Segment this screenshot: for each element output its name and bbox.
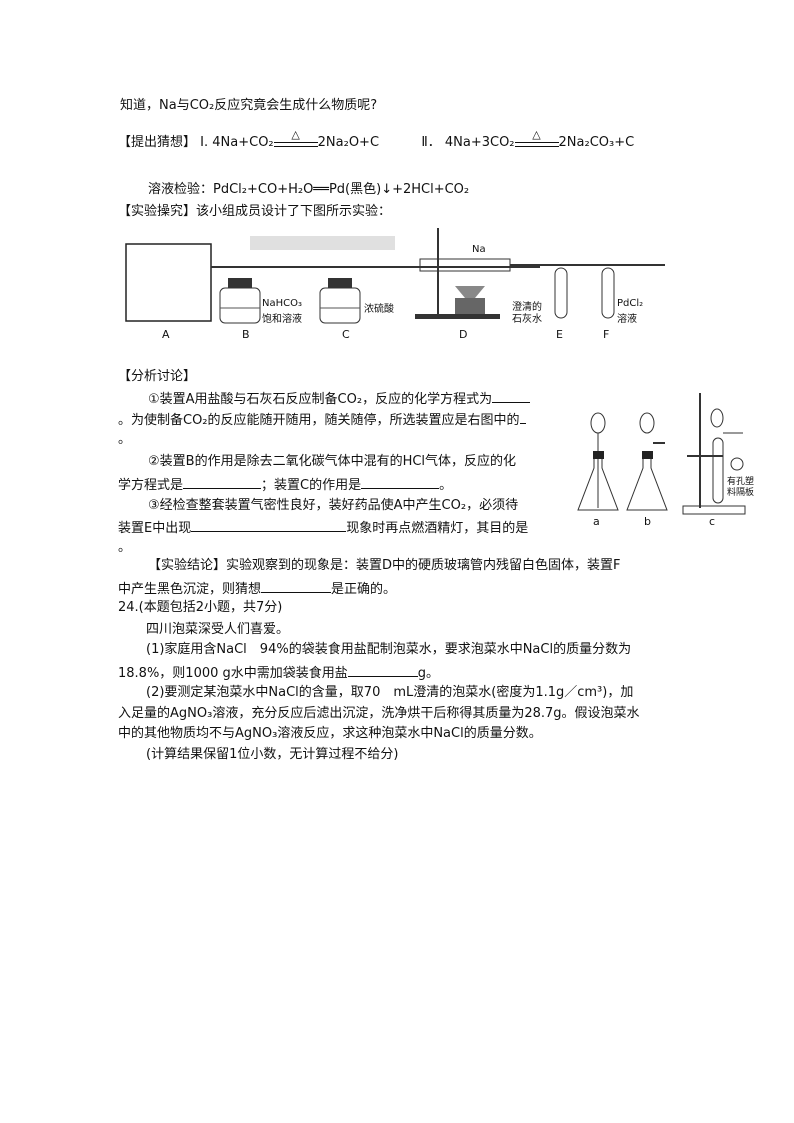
h2-rhs: 2Na₂CO₃+C [558, 135, 635, 150]
q2-text-3: 。 [439, 478, 453, 493]
label-d: D [459, 328, 468, 341]
e-reagent-2: 石灰水 [512, 314, 542, 325]
answer-blank[interactable] [191, 519, 347, 532]
apparatus-figure: A B C D E F NaHCO₃ 饱和溶液 浓硫酸 Na 澄清的 石灰水 P… [120, 228, 680, 343]
q3-line2: 装置E中出现 现象时再点燃酒精灯，其目的是 [118, 519, 528, 537]
q24-p2-line1: (2)要测定某泡菜水中NaCl的含量，取70 mL澄清的泡菜水(密度为1.1g／… [146, 685, 634, 700]
answer-blank[interactable] [492, 390, 531, 403]
h1-number: Ⅰ. [200, 135, 209, 150]
heat-triangle-icon: △ [532, 127, 541, 141]
q2-text-2: ；装置C的作用是 [261, 478, 362, 493]
heat-equals-sign: △ [273, 128, 318, 150]
h1-rhs: 2Na₂O+C [317, 135, 380, 150]
h2-number: Ⅱ． [421, 135, 441, 150]
apparatus-drawing [125, 228, 665, 324]
hypothesis-line: 【提出猜想】 Ⅰ. 4Na+CO₂ △ 2Na₂O+C Ⅱ． 4Na+3CO₂ △ 2N… [118, 128, 635, 151]
explore-heading: 【实验操究】该小组成员设计了下图所示实验： [118, 204, 392, 219]
q1-line2: 。为使制备CO₂的反应能随开随用，随关随停，所选装置应是右图中的 [118, 411, 526, 429]
f-reagent: PdCl₂ [617, 298, 644, 309]
e-reagent: 澄清的 [512, 302, 542, 313]
answer-blank[interactable] [183, 476, 262, 489]
label-c: C [342, 328, 350, 341]
answer-blank[interactable] [519, 411, 526, 424]
q1-line1: ①装置A用盐酸与石灰石反应制备CO₂，反应的化学方程式为 [148, 390, 531, 408]
answer-blank[interactable] [261, 580, 332, 593]
q1-text: ①装置A用盐酸与石灰石反应制备CO₂，反应的化学方程式为 [148, 392, 493, 407]
conclusion-text: 中产生黑色沉淀，则猜想 [118, 582, 262, 597]
q2-line2: 学方程式是 ；装置C的作用是 。 [118, 476, 452, 494]
f-reagent-2: 溶液 [617, 314, 637, 325]
conclusion-text-2: 是正确的。 [331, 582, 397, 597]
q3-line1: ③经检查整套装置气密性良好，装好药品使A中产生CO₂，必须待 [148, 498, 519, 513]
label-f: F [603, 328, 610, 341]
q24-p1-line1: (1)家庭用含NaCl 94%的袋装食用盐配制泡菜水，要求泡菜水中NaCl的质量… [146, 642, 632, 657]
heat-triangle-icon: △ [291, 127, 300, 141]
q24-p1-line2: 18.8%，则1000 g水中需加袋装食用盐 g。 [118, 664, 439, 682]
q1-line3: 。 [118, 432, 132, 447]
h2-lhs: 4Na+3CO₂ [444, 135, 515, 150]
label-e: E [556, 328, 563, 341]
q3-text: 装置E中出现 [118, 521, 192, 536]
p1-text: 18.8%，则1000 g水中需加袋装食用盐 [118, 666, 348, 681]
c-note-2: 料隔板 [727, 488, 755, 498]
side-figure: a b c 有孔塑 料隔板 [575, 388, 760, 528]
d-reagent: Na [472, 244, 486, 255]
intro-text: 知道，Na与CO₂反应究竟会生成什么物质呢? [120, 98, 378, 113]
answer-blank[interactable] [347, 664, 418, 677]
heat-equals-sign: △ [514, 128, 559, 150]
label-fig-a: a [593, 515, 600, 528]
q1-text-2: 。为使制备CO₂的反应能随开随用，随关随停，所选装置应是右图中的 [118, 413, 520, 428]
answer-blank[interactable] [361, 476, 440, 489]
q24-note: (计算结果保留1位小数，无计算过程不给分) [146, 747, 399, 762]
label-b: B [242, 328, 250, 341]
b-reagent: NaHCO₃ [262, 298, 302, 309]
b-reagent-2: 饱和溶液 [262, 314, 302, 325]
q3-text-2: 现象时再点燃酒精灯，其目的是 [346, 521, 529, 536]
label-fig-c: c [709, 515, 716, 528]
hypothesis-label: 【提出猜想】 [118, 135, 197, 150]
c-note: 有孔塑 [727, 477, 755, 487]
flask-drawings [577, 393, 746, 515]
q2-text: 学方程式是 [118, 478, 184, 493]
solution-test: 溶液检验：PdCl₂+CO+H₂O══Pd(黑色)↓+2HCl+CO₂ [148, 182, 470, 197]
q24-header: 24.(本题包括2小题，共7分) [118, 600, 283, 615]
q2-line1: ②装置B的作用是除去二氧化碳气体中混有的HCl气体，反应的化 [148, 454, 517, 469]
h1-lhs: 4Na+CO₂ [212, 135, 274, 150]
q24-p2-line3: 中的其他物质均不与AgNO₃溶液反应，求这种泡菜水中NaCl的质量分数。 [118, 726, 542, 741]
p1-text-2: g。 [417, 666, 440, 681]
c-reagent: 浓硫酸 [364, 304, 394, 315]
conclusion-line1: 【实验结论】实验观察到的现象是：装置D中的硬质玻璃管内残留白色固体，装置F [148, 558, 621, 573]
analysis-title: 【分析讨论】 [118, 369, 197, 384]
q24-p2-line2: 入足量的AgNO₃溶液，充分反应后滤出沉淀，洗净烘干后称得其质量为28.7g。假… [118, 706, 640, 721]
q24-intro: 四川泡菜深受人们喜爱。 [146, 622, 290, 637]
conclusion-line2: 中产生黑色沉淀，则猜想 是正确的。 [118, 580, 396, 598]
label-a: A [162, 328, 170, 341]
label-fig-b: b [644, 515, 651, 528]
q3-line3: 。 [118, 540, 132, 555]
